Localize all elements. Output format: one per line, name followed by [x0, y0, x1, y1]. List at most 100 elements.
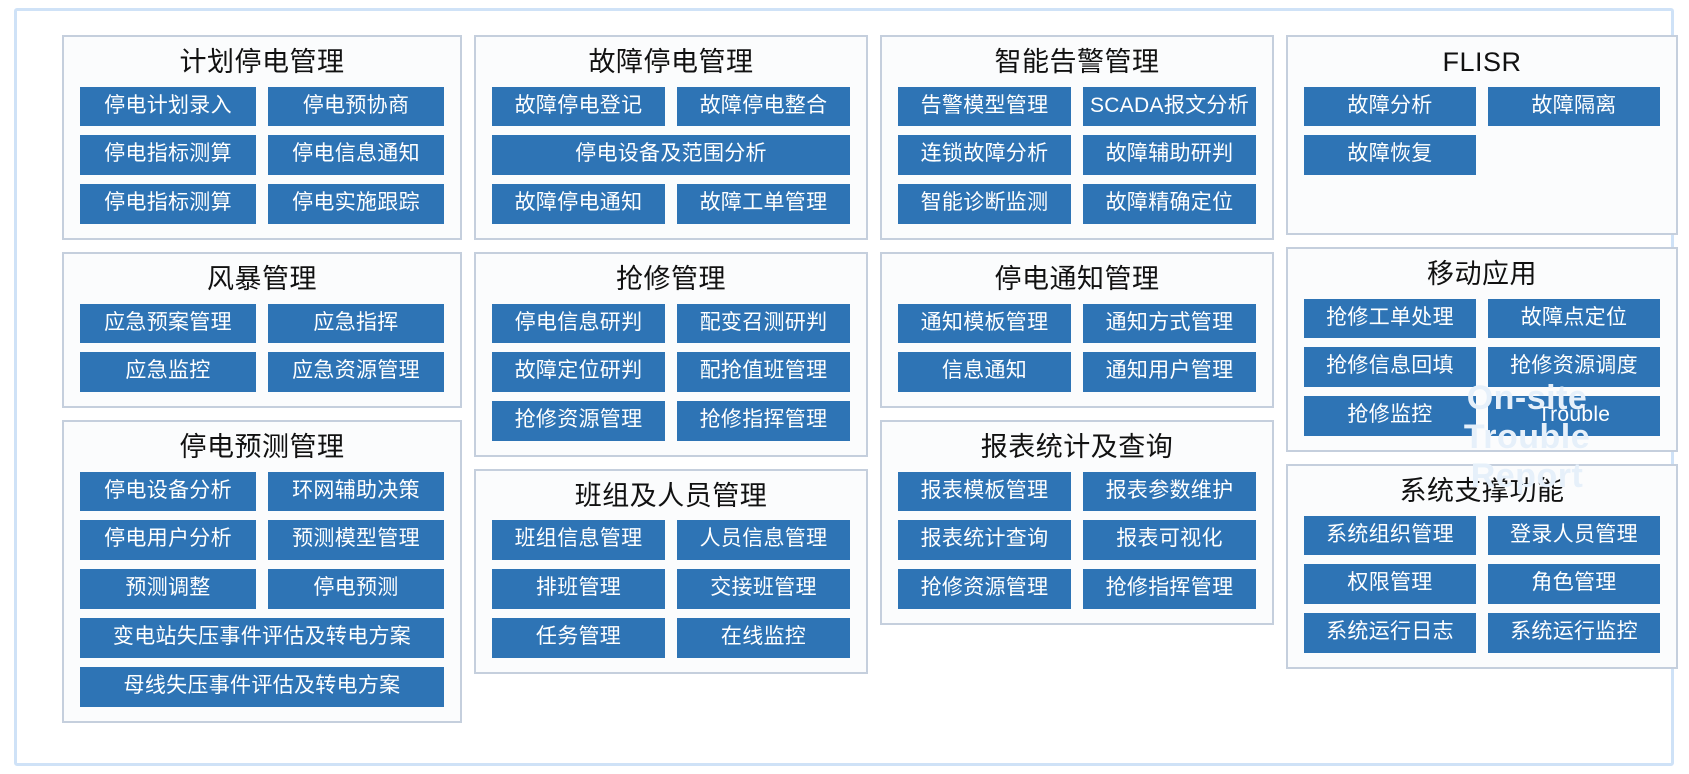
button-row: 连锁故障分析故障辅助研判 — [898, 135, 1256, 176]
menu-button[interactable]: 排班管理 — [492, 569, 665, 609]
panel-fault-outage-management: 故障停电管理故障停电登记故障停电整合停电设备及范围分析故障停电通知故障工单管理 — [474, 35, 868, 240]
menu-button[interactable]: 变电站失压事件评估及转电方案 — [80, 618, 444, 658]
button-row: 停电设备及范围分析 — [492, 135, 850, 176]
menu-button[interactable]: 环网辅助决策 — [268, 471, 444, 512]
menu-button[interactable]: 停电计划录入 — [80, 86, 256, 127]
menu-button[interactable]: 在线监控 — [677, 618, 850, 658]
button-row: 通知模板管理通知方式管理 — [898, 303, 1256, 344]
panel-title-storm-management: 风暴管理 — [207, 263, 317, 294]
menu-button[interactable]: 配抢值班管理 — [677, 352, 850, 393]
button-row: 抢修资源管理抢修指挥管理 — [492, 401, 850, 441]
menu-button[interactable]: 故障工单管理 — [677, 184, 850, 224]
menu-button[interactable]: 抢修监控 — [1304, 396, 1476, 436]
button-row: 预测调整停电预测 — [80, 569, 444, 609]
button-row: 报表统计查询报表可视化 — [898, 520, 1256, 561]
menu-button[interactable]: 角色管理 — [1488, 564, 1660, 605]
menu-button[interactable]: 停电设备及范围分析 — [492, 135, 850, 176]
button-row: 抢修工单处理故障点定位 — [1304, 298, 1660, 339]
menu-button[interactable]: 故障停电登记 — [492, 86, 665, 127]
menu-button[interactable]: Trouble — [1488, 396, 1660, 436]
menu-button[interactable]: 抢修信息回填 — [1304, 347, 1476, 388]
menu-button[interactable]: 抢修指挥管理 — [1083, 569, 1256, 609]
menu-button[interactable]: 预测调整 — [80, 569, 256, 609]
menu-button[interactable]: 停电实施跟踪 — [268, 184, 444, 224]
menu-button[interactable]: 登录人员管理 — [1488, 515, 1660, 556]
menu-button[interactable]: 停电指标测算 — [80, 135, 256, 176]
button-row: 故障恢复 — [1304, 135, 1660, 176]
panel-storm-management: 风暴管理应急预案管理应急指挥应急监控应急资源管理 — [62, 251, 462, 409]
menu-button[interactable]: 抢修指挥管理 — [677, 401, 850, 441]
menu-button[interactable]: 应急预案管理 — [80, 303, 256, 344]
menu-button[interactable]: 通知模板管理 — [898, 303, 1071, 344]
panel-title-team-and-personnel-management: 班组及人员管理 — [574, 480, 768, 511]
menu-button[interactable]: 故障点定位 — [1488, 298, 1660, 339]
menu-button[interactable]: 信息通知 — [898, 352, 1071, 393]
menu-button[interactable]: 权限管理 — [1304, 564, 1476, 605]
panel-buttons-flisr: 故障分析故障隔离故障恢复 — [1304, 86, 1660, 176]
menu-button[interactable]: 故障定位研判 — [492, 352, 665, 393]
button-row: 故障定位研判配抢值班管理 — [492, 352, 850, 393]
menu-button[interactable]: 交接班管理 — [677, 569, 850, 609]
menu-button[interactable]: 抢修工单处理 — [1304, 298, 1476, 339]
menu-button[interactable]: 通知方式管理 — [1083, 303, 1256, 344]
menu-button[interactable]: 故障辅助研判 — [1083, 135, 1256, 176]
menu-button[interactable]: 故障恢复 — [1304, 135, 1476, 176]
button-row: 系统运行日志系统运行监控 — [1304, 613, 1660, 653]
menu-button[interactable]: 停电预协商 — [268, 86, 444, 127]
menu-button[interactable]: 故障精确定位 — [1083, 184, 1256, 224]
menu-button[interactable]: 故障停电通知 — [492, 184, 665, 224]
panel-title-emergency-repair-management: 抢修管理 — [616, 263, 726, 294]
panel-buttons-system-support-functions: 系统组织管理登录人员管理权限管理角色管理系统运行日志系统运行监控 — [1304, 515, 1660, 653]
menu-button[interactable]: 停电用户分析 — [80, 520, 256, 561]
menu-button[interactable]: 人员信息管理 — [677, 520, 850, 561]
menu-button[interactable]: 报表模板管理 — [898, 471, 1071, 512]
menu-button[interactable]: 应急资源管理 — [268, 352, 444, 393]
menu-button[interactable]: 预测模型管理 — [268, 520, 444, 561]
panel-buttons-planned-outage-management: 停电计划录入停电预协商停电指标测算停电信息通知停电指标测算停电实施跟踪 — [80, 86, 444, 224]
button-row: 变电站失压事件评估及转电方案 — [80, 618, 444, 658]
panel-buttons-outage-forecast-management: 停电设备分析环网辅助决策停电用户分析预测模型管理预测调整停电预测变电站失压事件评… — [80, 471, 444, 707]
menu-button[interactable]: 停电指标测算 — [80, 184, 256, 224]
menu-button[interactable]: 停电信息通知 — [268, 135, 444, 176]
menu-button[interactable]: 配变召测研判 — [677, 303, 850, 344]
menu-button[interactable]: 应急监控 — [80, 352, 256, 393]
menu-button[interactable]: 停电预测 — [268, 569, 444, 609]
button-placeholder — [1488, 135, 1660, 175]
menu-button[interactable]: 停电信息研判 — [492, 303, 665, 344]
menu-button[interactable]: 母线失压事件评估及转电方案 — [80, 666, 444, 707]
menu-button[interactable]: 任务管理 — [492, 618, 665, 658]
menu-button[interactable]: 报表参数维护 — [1083, 471, 1256, 512]
menu-button[interactable]: 故障停电整合 — [677, 86, 850, 127]
menu-button[interactable]: 报表可视化 — [1083, 520, 1256, 561]
menu-button[interactable]: 智能诊断监测 — [898, 184, 1071, 224]
menu-button[interactable]: 告警模型管理 — [898, 86, 1071, 127]
panel-report-statistics-and-query: 报表统计及查询报表模板管理报表参数维护报表统计查询报表可视化抢修资源管理抢修指挥… — [880, 420, 1274, 625]
menu-button[interactable]: 通知用户管理 — [1083, 352, 1256, 393]
menu-button[interactable]: 抢修资源管理 — [492, 401, 665, 441]
button-row: 停电信息研判配变召测研判 — [492, 303, 850, 344]
menu-button[interactable]: 故障分析 — [1304, 86, 1476, 127]
panel-column-2: 故障停电管理故障停电登记故障停电整合停电设备及范围分析故障停电通知故障工单管理抢… — [474, 35, 868, 723]
panel-grid: 计划停电管理停电计划录入停电预协商停电指标测算停电信息通知停电指标测算停电实施跟… — [62, 35, 1678, 757]
menu-button[interactable]: 抢修资源管理 — [898, 569, 1071, 609]
panel-title-intelligent-alarm-management: 智能告警管理 — [994, 47, 1160, 77]
menu-button[interactable]: 应急指挥 — [268, 303, 444, 344]
menu-button[interactable]: 停电设备分析 — [80, 471, 256, 512]
menu-button[interactable]: 故障隔离 — [1488, 86, 1660, 127]
menu-button[interactable]: 抢修资源调度 — [1488, 347, 1660, 388]
button-row: 抢修资源管理抢修指挥管理 — [898, 569, 1256, 609]
menu-button[interactable]: 班组信息管理 — [492, 520, 665, 561]
menu-button[interactable]: 系统运行监控 — [1488, 613, 1660, 653]
menu-button[interactable]: 报表统计查询 — [898, 520, 1071, 561]
menu-button[interactable]: 连锁故障分析 — [898, 135, 1071, 176]
menu-button[interactable]: 系统组织管理 — [1304, 515, 1476, 556]
button-row: 停电指标测算停电信息通知 — [80, 135, 444, 176]
menu-button[interactable]: 系统运行日志 — [1304, 613, 1476, 653]
button-row: 停电设备分析环网辅助决策 — [80, 471, 444, 512]
menu-button[interactable]: SCADA报文分析 — [1083, 86, 1256, 127]
button-row: 任务管理在线监控 — [492, 618, 850, 658]
